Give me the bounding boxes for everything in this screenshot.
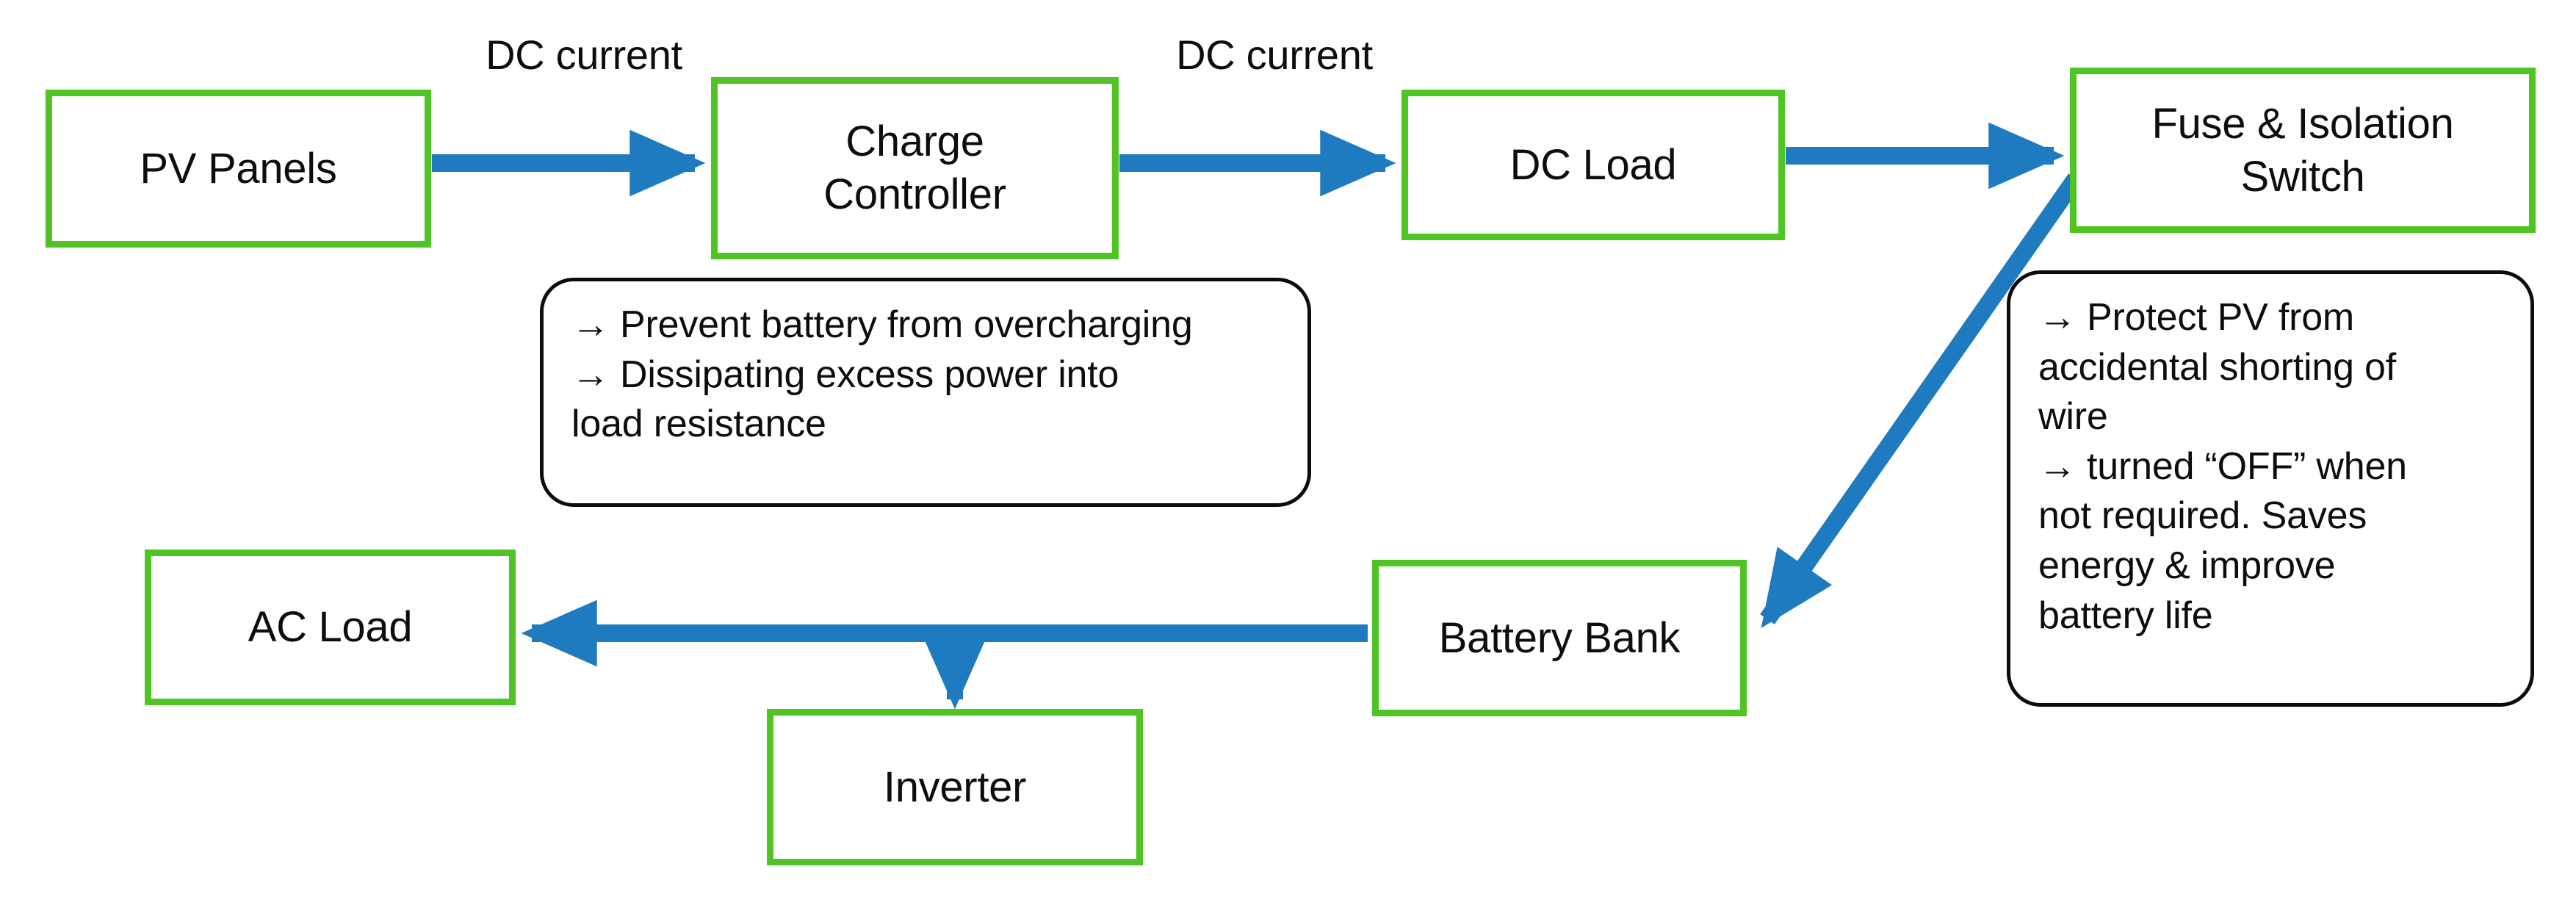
node-ac-load[interactable]: AC Load <box>145 550 516 705</box>
node-label-line2: Controller <box>823 170 1006 218</box>
callout-line-4: → turned “OFF” when <box>2038 444 2407 488</box>
edge-label-line1: DC <box>1176 32 1235 78</box>
node-battery-bank[interactable]: Battery Bank <box>1372 560 1747 716</box>
callout-line-3: wire <box>2038 395 2108 439</box>
node-label-line1: Fuse & Isolation <box>2151 99 2454 148</box>
callout-line-7: battery life <box>2038 594 2213 637</box>
node-dc-load[interactable]: DC Load <box>1401 90 1785 240</box>
callout-line: → Prevent battery from overcharging → Di… <box>571 300 1285 450</box>
node-inverter[interactable]: Inverter <box>767 709 1143 865</box>
callout-line-1: → Prevent battery from overcharging <box>571 303 1193 346</box>
callout-line-5: not required. Saves <box>2038 494 2367 538</box>
edge-label-dc-current-2: DC current <box>1161 29 1388 82</box>
node-charge-controller[interactable]: Charge Controller <box>711 77 1119 259</box>
edge-label-line1: DC <box>486 32 545 78</box>
edge-fuse-switch-to-battery-bank <box>1760 173 2083 628</box>
node-label: Charge Controller <box>816 115 1013 221</box>
edge-label-line2: current <box>555 32 683 78</box>
callout-line-2: → Dissipating excess power into <box>571 353 1119 396</box>
node-label: DC Load <box>1509 140 1677 189</box>
node-label-line2: Switch <box>2240 152 2365 201</box>
edge-label-line2: current <box>1246 32 1374 78</box>
callout-line-6: energy & improve <box>2038 544 2336 587</box>
node-label-line1: Charge <box>845 118 984 166</box>
callout-fuse-switch-notes: → Protect PV from accidental shorting of… <box>2007 270 2534 707</box>
callout-charge-controller-notes: → Prevent battery from overcharging → Di… <box>540 278 1311 507</box>
node-pv-panels[interactable]: PV Panels <box>46 90 431 248</box>
node-label: Fuse & Isolation Switch <box>2144 98 2461 203</box>
callout-line-1: → Protect PV from <box>2038 296 2355 339</box>
node-label: PV Panels <box>140 144 337 192</box>
node-label: Battery Bank <box>1438 613 1681 662</box>
node-fuse-isolation-switch[interactable]: Fuse & Isolation Switch <box>2070 68 2536 233</box>
node-label: AC Load <box>248 603 413 652</box>
callout-line-3: load resistance <box>571 403 826 446</box>
callout-line: → Protect PV from accidental shorting of… <box>2038 293 2508 641</box>
edge-label-dc-current-1: DC current <box>470 29 698 82</box>
node-label: Inverter <box>883 763 1027 811</box>
callout-line-2: accidental shorting of <box>2038 345 2397 389</box>
